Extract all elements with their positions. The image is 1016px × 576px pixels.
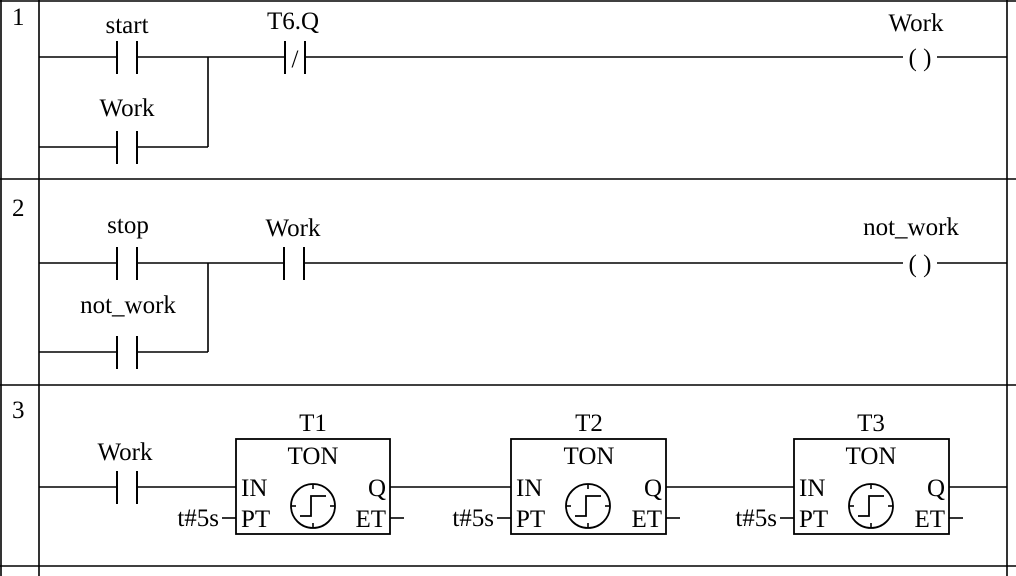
contact-label: start (105, 12, 148, 39)
contact-start[interactable]: start (105, 12, 149, 74)
contact-t6q[interactable]: / T6.Q (267, 8, 319, 74)
pin-in: IN (516, 475, 542, 502)
pin-pt: PT (516, 506, 545, 533)
nc-slash: / (292, 46, 299, 73)
timer-instance: T1 (299, 410, 327, 437)
coil-symbol: ( ) (909, 45, 932, 72)
contact-label: not_work (80, 292, 176, 319)
clock-icon (290, 483, 336, 529)
timer-instance: T2 (575, 410, 603, 437)
rung-number: 1 (12, 4, 25, 31)
rung-2: 2 stop Work not_work (12, 195, 1007, 369)
timer-block-t3[interactable]: T3 TON IN PT Q ET t#5s (735, 410, 963, 535)
contact-label: Work (100, 95, 155, 122)
timer-type: TON (564, 443, 615, 470)
contact-stop[interactable]: stop (107, 212, 149, 280)
pin-q: Q (644, 475, 662, 502)
preset-value: t#5s (452, 505, 494, 532)
coil-label: Work (889, 10, 944, 37)
timer-block-t1[interactable]: T1 TON IN PT Q ET t#5s (177, 410, 404, 535)
pin-q: Q (368, 475, 386, 502)
pin-et: ET (914, 506, 945, 533)
coil-label: not_work (863, 214, 959, 241)
rung-number: 2 (12, 195, 25, 222)
timer-type: TON (846, 443, 897, 470)
coil-work[interactable]: ( ) Work (889, 10, 944, 72)
preset-value: t#5s (735, 505, 777, 532)
pin-et: ET (355, 506, 386, 533)
contact-work-branch[interactable]: Work (100, 95, 155, 164)
pin-q: Q (927, 475, 945, 502)
contact-work[interactable]: Work (266, 215, 321, 280)
pin-in: IN (241, 475, 267, 502)
pin-in: IN (799, 475, 825, 502)
contact-label: Work (98, 439, 153, 466)
contact-label: T6.Q (267, 8, 319, 35)
clock-icon (565, 483, 611, 529)
timer-block-t2[interactable]: T2 TON IN PT Q ET t#5s (452, 410, 680, 535)
pin-pt: PT (241, 506, 270, 533)
contact-not-work-branch[interactable]: not_work (80, 292, 176, 369)
contact-label: stop (107, 212, 149, 239)
contact-work-rung3[interactable]: Work (98, 439, 153, 504)
timer-instance: T3 (857, 410, 885, 437)
coil-not-work[interactable]: ( ) not_work (863, 214, 959, 278)
preset-value: t#5s (177, 505, 219, 532)
pin-et: ET (631, 506, 662, 533)
rung-1: 1 start / T6.Q Work (12, 4, 1007, 164)
timer-type: TON (288, 443, 339, 470)
branch-work: Work (39, 57, 209, 164)
branch-not-work: not_work (39, 263, 209, 369)
clock-icon (848, 483, 894, 529)
rung-3: 3 Work T1 TON IN PT Q ET (12, 397, 1007, 535)
coil-symbol: ( ) (909, 251, 932, 278)
contact-label: Work (266, 215, 321, 242)
pin-pt: PT (799, 506, 828, 533)
rung-number: 3 (12, 397, 25, 424)
